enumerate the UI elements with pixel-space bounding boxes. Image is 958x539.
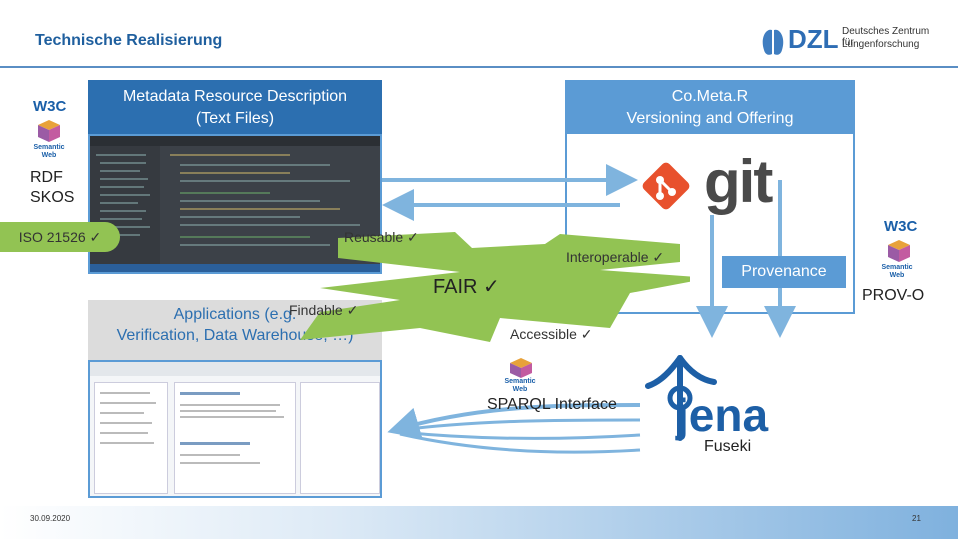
w3c-logo-right: W3C xyxy=(884,218,918,235)
semantic-web-label-right-1: Semantic xyxy=(881,264,913,271)
fair-star xyxy=(300,232,690,342)
semantic-web-label-sparql: Semantic Web xyxy=(502,378,538,394)
dzl-line1: Deutsches Zentrum für xyxy=(842,26,930,48)
arrow-sparql-2 xyxy=(399,418,641,432)
metadata-box: Metadata Resource Description (Text File… xyxy=(88,80,382,134)
cometa-line2: Versioning and Offering xyxy=(626,110,794,127)
findable-label: Findable ✓ xyxy=(289,302,359,318)
arrow-sparql-1 xyxy=(387,403,641,439)
prov-o-label: PROV-O xyxy=(862,287,925,304)
reusable-label: Reusable ✓ xyxy=(344,229,419,245)
ide-statusbar xyxy=(90,264,380,272)
semantic-web-label-sparql-1: Semantic xyxy=(504,378,536,385)
interoperable-label: Interoperable ✓ xyxy=(566,249,665,265)
semantic-web-cube-icon xyxy=(38,120,60,142)
w3c-logo: W3C xyxy=(33,98,67,115)
semantic-web-cube-icon-right xyxy=(888,240,910,262)
arrow-sparql-4 xyxy=(399,432,641,454)
footer-date: 30.09.2020 xyxy=(30,514,71,523)
footer-page-number: 21 xyxy=(912,514,921,523)
webapp-toolbar xyxy=(90,362,380,376)
arrow-sparql-3 xyxy=(399,430,641,440)
rdf-label: RDF xyxy=(30,169,63,186)
webapp-properties-panel xyxy=(300,382,380,494)
semantic-web-cube-icon-sparql xyxy=(510,358,532,378)
webapp-sidebar xyxy=(94,382,168,494)
slide-title: Technische Realisierung xyxy=(35,32,223,49)
semantic-web-label-sparql-2: Web xyxy=(512,386,528,393)
dzl-line2: Lungenforschung xyxy=(842,39,920,50)
skos-label: SKOS xyxy=(30,189,75,206)
webapp-screenshot xyxy=(88,360,382,498)
header-divider xyxy=(0,66,958,68)
semantic-web-label-right: Semantic Web xyxy=(880,264,914,280)
iso-pill: ISO 21526 ✓ xyxy=(0,222,120,252)
metadata-line1: Metadata Resource Description xyxy=(122,88,348,105)
sparql-label: SPARQL Interface xyxy=(487,396,617,413)
jena-wordmark: Jena xyxy=(676,389,769,441)
footer-bar xyxy=(0,506,958,539)
git-wordmark: git xyxy=(704,148,773,215)
semantic-web-label-2: Web xyxy=(41,152,57,159)
webapp-detail-panel xyxy=(174,382,296,494)
cometa-box: Co.Meta.R Versioning and Offering xyxy=(565,80,855,134)
semantic-web-label-1: Semantic xyxy=(33,144,65,151)
rdf-skos-label: RDF SKOS xyxy=(30,168,74,208)
accessible-label: Accessible ✓ xyxy=(510,326,593,342)
ide-toolbar xyxy=(90,136,380,146)
semantic-web-label: Semantic Web xyxy=(32,144,66,160)
fair-label: FAIR ✓ xyxy=(433,276,500,298)
metadata-line2: (Text Files) xyxy=(195,110,275,127)
cometa-line1: Co.Meta.R xyxy=(671,88,749,105)
provenance-box: Provenance xyxy=(722,256,846,288)
applications-line2: Verification, Data Warehouse, …) xyxy=(116,327,354,344)
dzl-logo: DZL Deutsches Zentrum für Lungenforschun… xyxy=(758,20,938,60)
jena-feather-icon xyxy=(645,355,717,441)
semantic-web-label-right-2: Web xyxy=(889,272,905,279)
git-icon xyxy=(642,162,690,210)
fuseki-label: Fuseki xyxy=(704,438,752,455)
dzl-mark: DZL xyxy=(788,24,839,54)
applications-line1: Applications (e.g. xyxy=(173,306,297,323)
lung-icon xyxy=(762,29,784,55)
